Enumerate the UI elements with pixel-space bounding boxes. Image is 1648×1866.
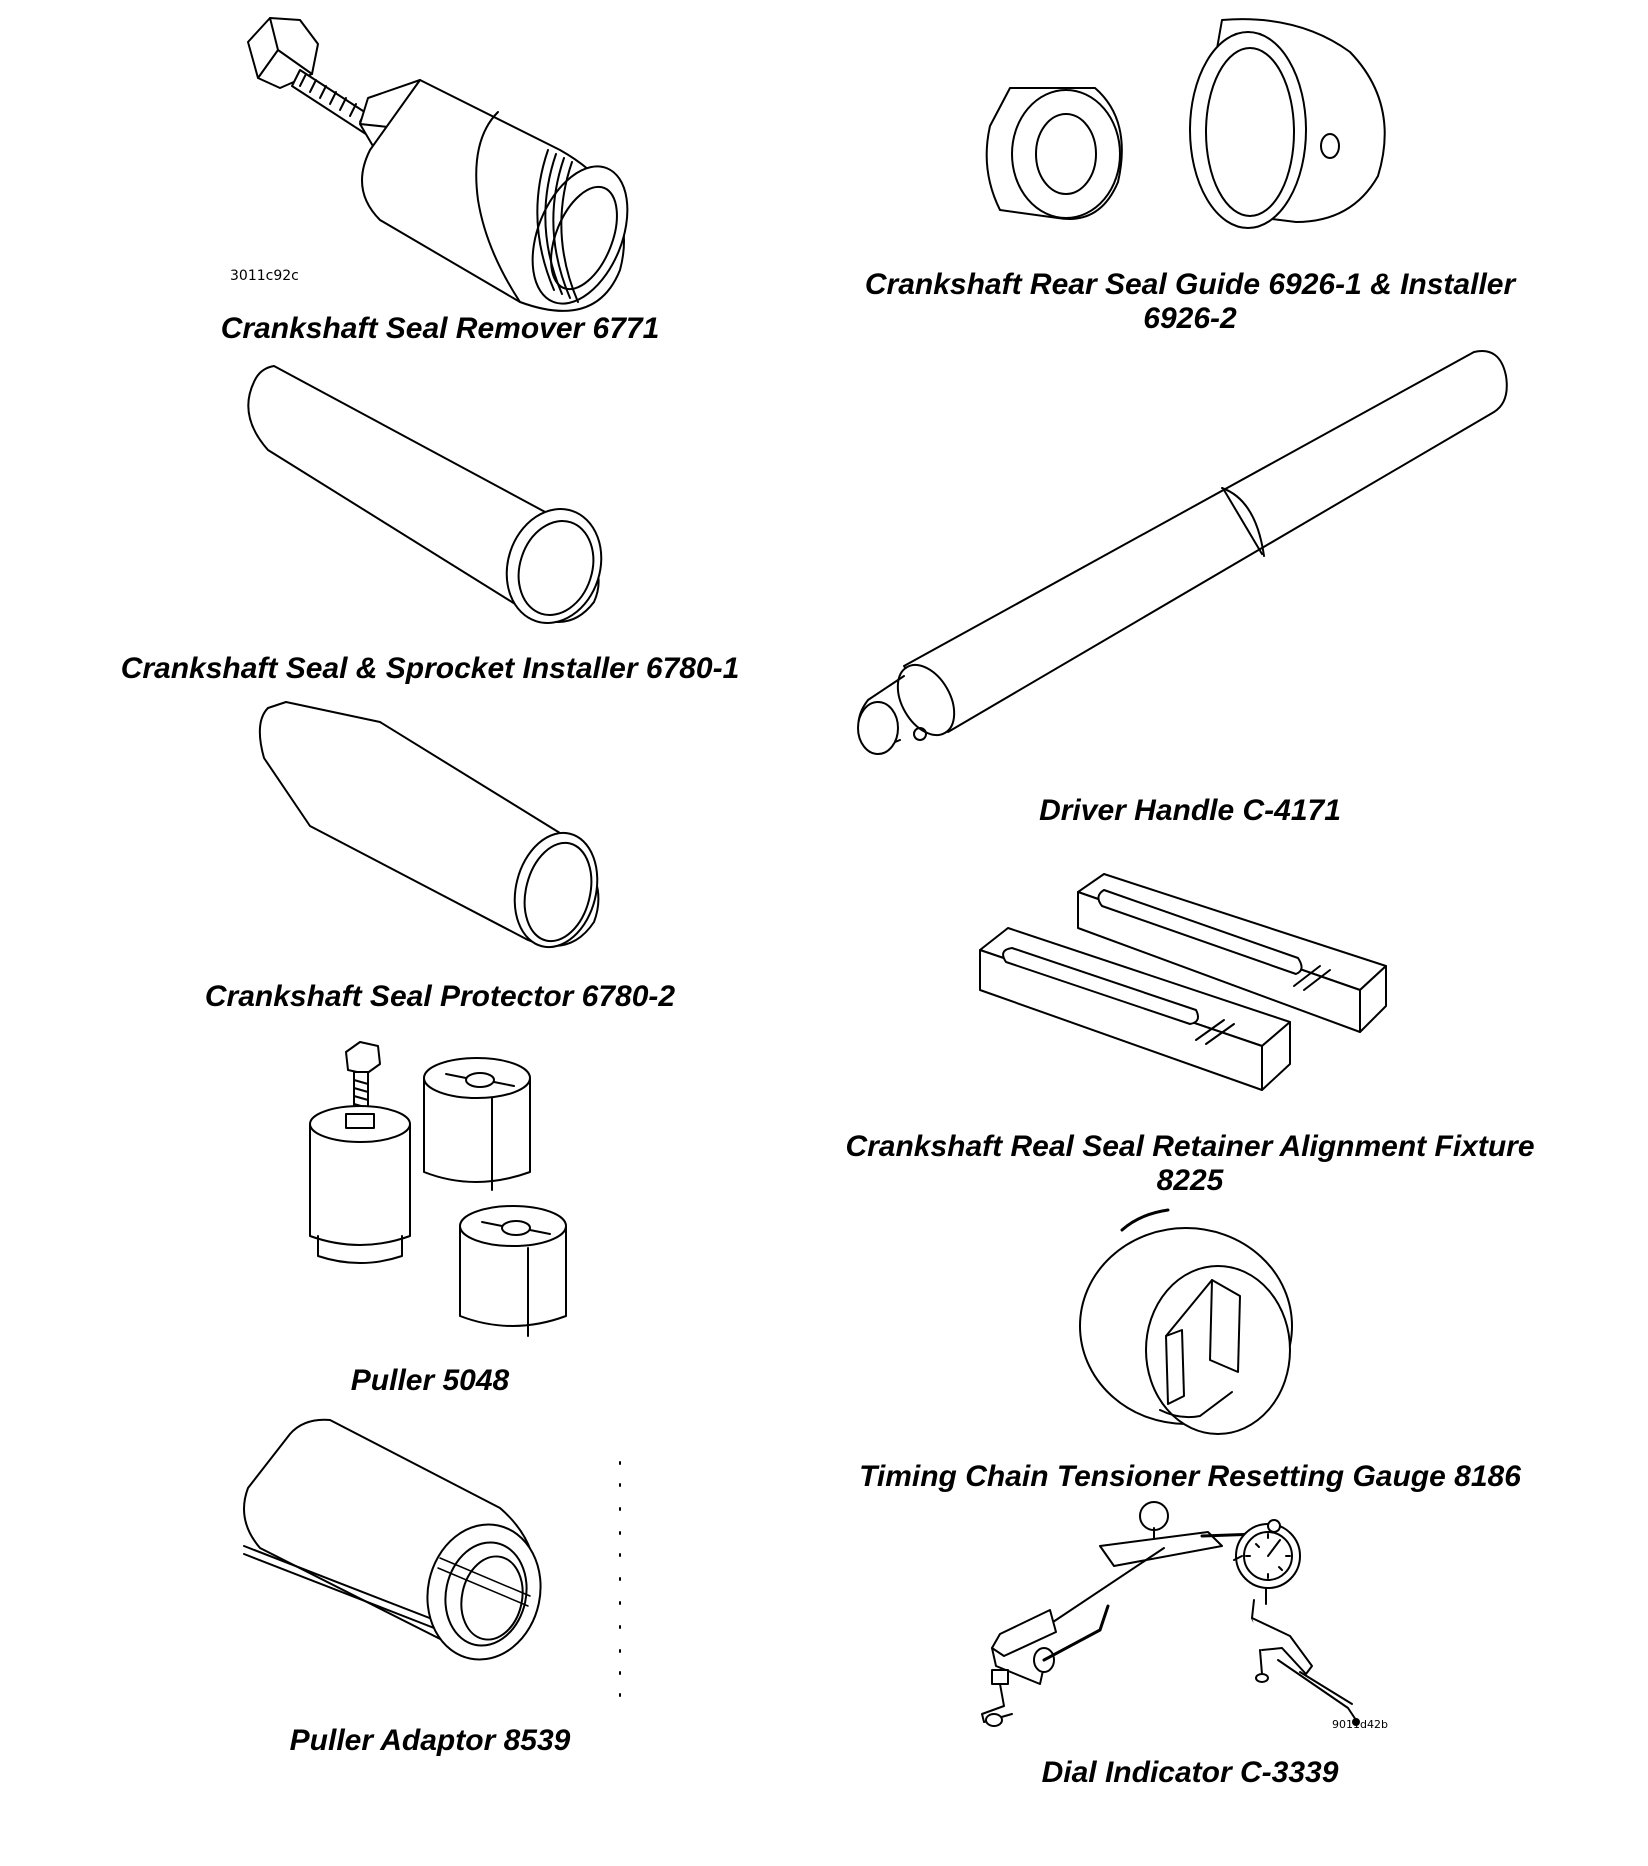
- driver-handle-drawing: [858, 351, 1507, 754]
- caption-seal-sprocket-installer: Crankshaft Seal & Sprocket Installer 678…: [120, 652, 740, 685]
- caption-driver-handle: Driver Handle C-4171: [1039, 794, 1341, 827]
- puller-adaptor-drawing: [244, 1420, 620, 1696]
- dial-indicator-drawing: [982, 1502, 1359, 1726]
- caption-alignment-fixture: Crankshaft Real Seal Retainer Alignment …: [840, 1130, 1540, 1198]
- caption-seal-protector: Crankshaft Seal Protector 6780-2: [204, 980, 676, 1013]
- caption-alignment-fixture-line2: 8225: [1156, 1164, 1224, 1197]
- seal-sprocket-installer-drawing: [248, 366, 615, 635]
- puller-drawing: [310, 1042, 566, 1336]
- tensioner-gauge-drawing: [1080, 1210, 1292, 1434]
- caption-dial-indicator: Dial Indicator C-3339: [1041, 1756, 1339, 1789]
- alignment-fixture-drawing: [980, 874, 1386, 1090]
- caption-rear-seal-guide-line2: 6926-2: [1143, 302, 1237, 335]
- seal-remover-drawing: [248, 18, 646, 317]
- rear-seal-guide-installer-drawing: [987, 19, 1385, 228]
- caption-tensioner-gauge: Timing Chain Tensioner Resetting Gauge 8…: [859, 1460, 1521, 1493]
- caption-puller: Puller 5048: [350, 1364, 510, 1397]
- caption-alignment-fixture-line1: Crankshaft Real Seal Retainer Alignment …: [845, 1130, 1535, 1163]
- caption-rear-seal-guide: Crankshaft Rear Seal Guide 6926-1 & Inst…: [850, 268, 1530, 336]
- caption-puller-adaptor: Puller Adaptor 8539: [289, 1724, 571, 1757]
- seal-protector-drawing: [260, 702, 609, 956]
- image-code-dial-indicator: 9011d42b: [1332, 1718, 1388, 1731]
- image-code-seal-remover: 3011c92c: [230, 268, 299, 284]
- caption-rear-seal-guide-line1: Crankshaft Rear Seal Guide 6926-1 & Inst…: [864, 268, 1516, 301]
- caption-seal-remover: Crankshaft Seal Remover 6771: [220, 312, 660, 345]
